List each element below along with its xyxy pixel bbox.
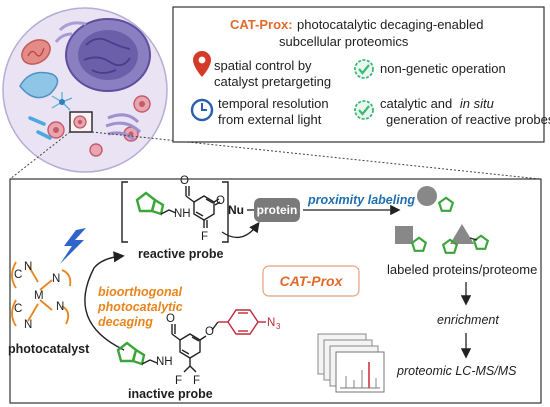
decaging-arrow <box>84 251 125 351</box>
vacuole <box>19 71 59 99</box>
decaging-line2: photocatalytic <box>97 300 183 314</box>
proximity-labeling-label: proximity labeling <box>307 193 415 207</box>
feature-1-line1: spatial control by <box>214 58 312 73</box>
inactive-probe-label: inactive probe <box>128 387 213 401</box>
check-circle-icon <box>354 59 374 79</box>
photocatalyst-structure <box>11 261 72 327</box>
feature-4-line1-text: catalytic and <box>380 96 452 111</box>
difluoro-f2: F <box>193 375 200 387</box>
protein-label: protein <box>257 203 298 217</box>
photocatalyst-label: photocatalyst <box>8 342 90 356</box>
feature-4-line1-italic: in situ <box>460 96 494 111</box>
catalyst-c2: C <box>14 303 22 315</box>
lcms-label: proteomic LC-MS/MS <box>396 364 517 378</box>
carbonyl-o-1: O <box>180 175 189 187</box>
cat-prox-center-label: CAT-Prox <box>280 273 344 289</box>
fluoro-f: F <box>201 231 208 243</box>
amide-nh-1: NH <box>174 208 191 220</box>
catalyst-metal: M <box>34 290 44 302</box>
centrosome <box>51 92 73 111</box>
light-bolt-icon <box>60 228 86 264</box>
golgi-apparatus <box>105 113 142 142</box>
header-subtitle-line1: photocatalytic decaging-enabled <box>297 17 483 32</box>
inactive-probe-structure <box>116 321 219 373</box>
cytoskeleton-rods <box>28 116 52 140</box>
feature-3-line2: from external light <box>218 112 322 127</box>
reactive-probe-structure <box>121 181 229 243</box>
catalyst-c1: C <box>14 269 22 281</box>
labeled-proteins <box>395 186 489 254</box>
nucleophile-label: Nu <box>228 203 244 217</box>
feature-4-line2: generation of reactive probes <box>386 112 550 127</box>
reactive-probe-label: reactive probe <box>138 247 224 261</box>
decaging-line3: decaging <box>98 315 153 329</box>
feature-1-line2: catalyst pretargeting <box>214 74 331 89</box>
catalyst-n4: N <box>56 301 64 313</box>
ether-o: O <box>205 326 214 338</box>
catalyst-n1: N <box>24 261 32 273</box>
difluoro-f1: F <box>175 375 182 387</box>
nucleus <box>65 18 151 92</box>
endoplasmic-reticulum <box>54 21 87 43</box>
clock-icon <box>190 98 214 122</box>
cell-illustration <box>2 7 168 173</box>
quinone-o: O <box>216 195 225 207</box>
catalyst-n2: N <box>24 319 32 331</box>
feature-2-line1: non-genetic operation <box>380 61 506 76</box>
enrichment-label: enrichment <box>437 313 499 327</box>
decaging-line1: bioorthogonal <box>98 285 183 299</box>
azide-n: N <box>267 317 275 329</box>
feature-4-line1: catalytic and in situ <box>380 96 494 111</box>
catalyst-n3: N <box>52 273 60 285</box>
location-pin-icon <box>193 51 211 77</box>
mass-spectra-icon <box>317 333 385 393</box>
check-circle-icon <box>354 100 374 120</box>
header-title: CAT-Prox: <box>230 17 293 32</box>
azidobenzyl-group <box>218 309 266 335</box>
cat-prox-badge <box>262 265 360 297</box>
nucleophile-attack-arrow <box>221 221 260 239</box>
carbonyl-o-2: O <box>166 313 175 325</box>
amide-nh-2: NH <box>156 356 173 368</box>
labeled-proteome-label: labeled proteins/proteome <box>387 262 537 277</box>
feature-3-line1: temporal resolution <box>218 96 329 111</box>
header-subtitle-line2: subcellular proteomics <box>279 34 409 49</box>
azide-subscript: 3 <box>276 322 281 331</box>
protein-block <box>254 198 300 222</box>
zoom-lines <box>9 131 541 180</box>
mitochondrion <box>21 39 51 65</box>
